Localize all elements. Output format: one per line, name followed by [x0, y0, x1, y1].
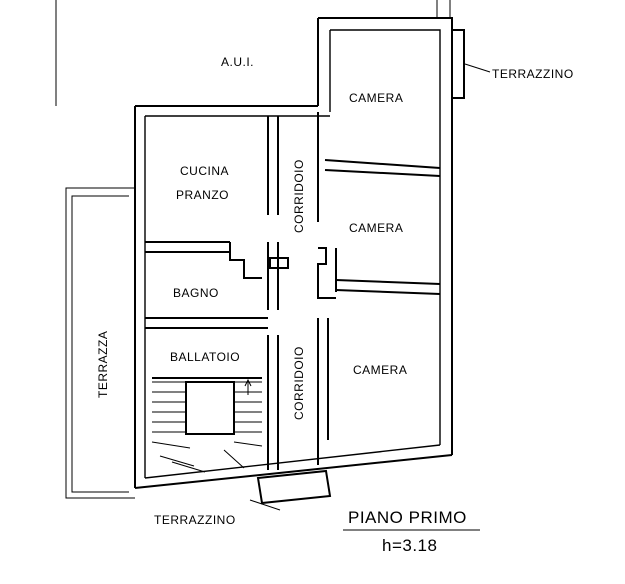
label-corridoio-2: CORRIDOIO	[292, 346, 306, 420]
terrazzino-bottom	[249, 469, 332, 511]
staircase	[151, 377, 263, 473]
label-terrazzino-bottom: TERRAZZINO	[154, 513, 236, 527]
label-camera-2: CAMERA	[349, 221, 403, 235]
plan-title: PIANO PRIMO	[348, 508, 467, 527]
label-corridoio-1: CORRIDOIO	[292, 159, 306, 233]
label-pranzo: PRANZO	[176, 188, 229, 202]
terrazzino-top	[452, 29, 491, 99]
interior-walls	[145, 112, 441, 470]
label-camera-3: CAMERA	[353, 363, 407, 377]
label-aui: A.U.I.	[221, 55, 254, 69]
label-cucina: CUCINA	[180, 164, 229, 178]
terrazza-outline	[65, 187, 135, 499]
label-ballatoio: BALLATOIO	[170, 350, 240, 364]
plan-height: h=3.18	[382, 536, 437, 555]
label-camera-1: CAMERA	[349, 91, 403, 105]
label-terrazza: TERRAZZA	[96, 331, 110, 398]
label-bagno: BAGNO	[173, 286, 219, 300]
exterior-walls	[55, 0, 453, 489]
label-terrazzino-top: TERRAZZINO	[492, 67, 574, 81]
